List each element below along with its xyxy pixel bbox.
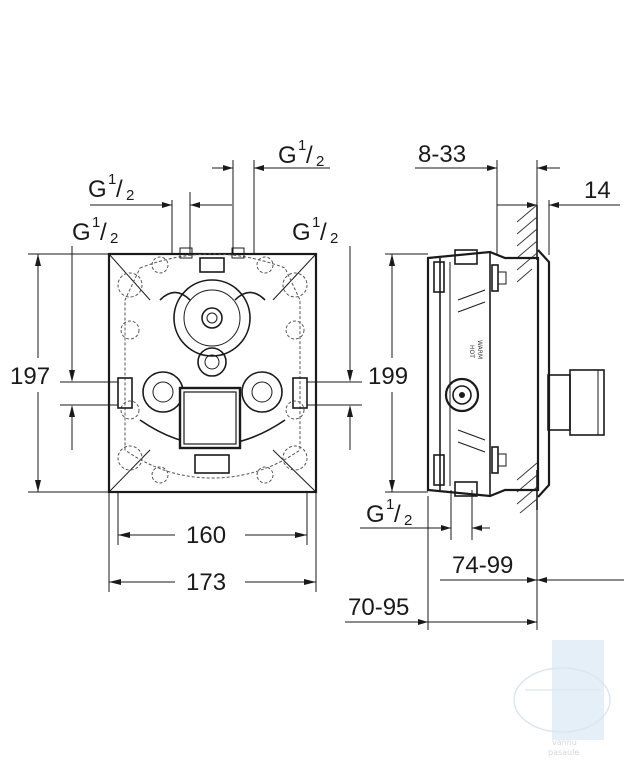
width-outer-label: 173 [186,569,226,596]
thread-left-num: 1 [92,214,100,231]
thread-top-g: G [278,142,297,169]
width-inner-label: 160 [186,522,226,549]
dim-thread-left: G 1 / 2 [60,214,118,450]
thread-mid-num: 1 [108,171,116,188]
height-right-label: 199 [368,363,408,390]
depth-adjust-label: 8-33 [418,141,466,168]
thread-top-den: 2 [316,153,324,170]
thread-mid-den: 2 [126,187,134,204]
depth-total-label: 70-95 [348,594,409,621]
dim-width-173: 173 [108,492,317,596]
dim-depth-8-33: 8-33 [415,141,560,255]
dim-thread-bottom: G 1 / 2 [360,490,490,540]
dim-thread-right: G 1 / 2 [292,214,362,450]
depth-mid-label: 74-99 [452,552,513,579]
front-valve-body [117,247,308,474]
dim-wall-14: 14 [497,177,620,255]
thread-right-slash: / [320,219,327,246]
thread-left-slash: / [100,219,107,246]
dim-thread-mid: G 1 / 2 [88,171,232,254]
thread-mid-g: G [88,176,107,203]
side-view: WARM HOT 8-33 14 [345,141,624,630]
front-bevel-lines [108,253,317,493]
dim-height-197: 197 [10,253,109,493]
label-hot: HOT [468,345,475,358]
watermark-text-2: pasaule [548,748,579,757]
thread-right-g: G [292,219,311,246]
thread-right-num: 1 [312,214,320,231]
watermark-logo: vannu pasaule [513,640,611,757]
thread-bottom-den: 2 [404,512,412,529]
thread-right-den: 2 [330,230,338,247]
thread-left-g: G [72,219,91,246]
label-warm: WARM [476,340,483,359]
thread-bottom-num: 1 [386,496,394,513]
watermark-text-1: vannu [552,738,577,747]
thread-top-slash: / [306,142,313,169]
thread-left-den: 2 [110,230,118,247]
thread-bottom-slash: / [394,501,401,528]
dim-width-160: 160 [117,492,308,549]
side-box-body: WARM HOT [426,249,605,498]
wall-dim-label: 14 [584,177,611,204]
front-body-dashed [117,253,308,484]
dim-height-199: 199 [368,253,428,493]
thread-bottom-g: G [366,501,385,528]
cover-plate [537,249,551,498]
thread-mid-slash: / [116,176,123,203]
dim-depth-70-95: 70-95 [345,590,538,630]
thread-top-num: 1 [298,137,306,154]
wall-section [516,204,538,514]
dim-depth-74-99: 74-99 [427,496,624,630]
height-left-label: 197 [10,363,50,390]
front-view: G 1 / 2 G 1 / 2 G 1 / [10,137,362,596]
dim-thread-top: G 1 / 2 [212,137,330,254]
front-outer-frame [107,252,318,494]
front-center-square [178,386,242,450]
